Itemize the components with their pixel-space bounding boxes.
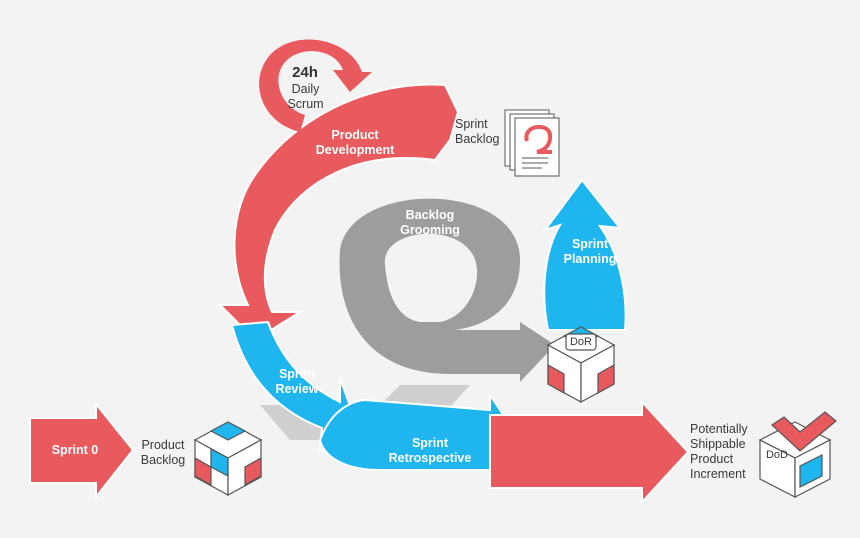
sprint-review-label: Sprint Review [275, 367, 319, 396]
backlog-grooming-label: Backlog Grooming [400, 208, 460, 237]
sprint-backlog-documents [504, 109, 560, 177]
daily-scrum-label: Daily Scrum [287, 82, 324, 111]
sprint-planning-label: Sprint Planning [563, 237, 617, 266]
daily-scrum-loop [259, 39, 372, 132]
backlog-grooming-arrow [339, 198, 555, 382]
sprint-backlog-label: Sprint Backlog [455, 117, 500, 146]
dor-label: DoR [569, 336, 592, 348]
sprint-0-label: Sprint 0 [51, 443, 99, 457]
sprint-0-arrow [29, 401, 135, 500]
dod-cube [758, 411, 837, 498]
increment-label: Potentially Shippable Product Increment [690, 422, 748, 481]
dod-label: DoD [765, 449, 788, 461]
sprint-planning-arrow [542, 178, 627, 331]
product-development-label: Product Development [315, 128, 395, 157]
increment-arrow [489, 399, 690, 505]
dor-cube [546, 326, 616, 404]
product-backlog-cube [193, 421, 263, 497]
product-backlog-label: Product Backlog [140, 438, 186, 467]
daily-scrum-hours: 24h [292, 64, 318, 81]
sprint-retrospective-label: Sprint Retrospective [388, 436, 472, 465]
